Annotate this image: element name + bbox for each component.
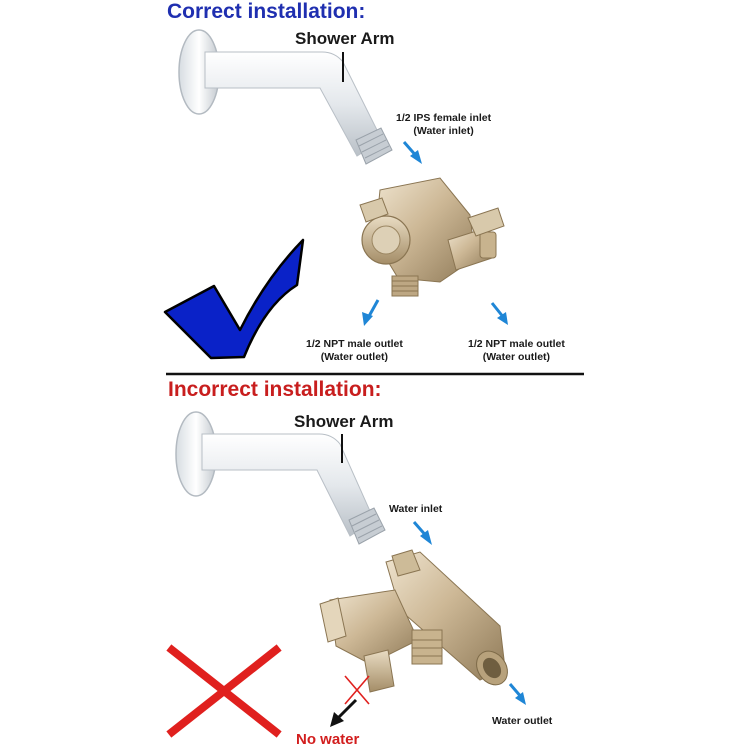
x-mark-icon [166,644,282,738]
incorrect-installation-heading: Incorrect installation: [168,378,382,401]
outlet-arrow-left-top [362,299,380,326]
shower-arm-top [178,29,393,165]
outlet-right-label-top: 1/2 NPT male outlet (Water outlet) [468,338,565,364]
correct-installation-heading: Correct installation: [167,0,366,23]
small-x-icon [344,675,370,705]
outlet-arrow-right-top [490,302,508,325]
diverter-valve-top [359,177,505,297]
diverter-valve-bottom [319,549,508,693]
shower-arm-bottom [175,411,386,545]
outlet-right-spec-text: 1/2 NPT male outlet [468,338,565,350]
shower-arm-label-top: Shower Arm [295,29,395,48]
inlet-arrow-top [402,141,422,164]
outlet-right-note-text: (Water outlet) [482,351,551,363]
no-water-arrow [330,698,358,727]
water-outlet-label: Water outlet [492,715,553,727]
outlet-arrow-bottom [508,683,526,705]
inlet-label-top: 1/2 IPS female inlet (Water inlet) [396,112,491,138]
outlet-left-label-top: 1/2 NPT male outlet (Water outlet) [306,338,403,364]
water-inlet-label: Water inlet [389,503,443,515]
checkmark-icon [163,238,305,360]
outlet-left-note-text: (Water outlet) [320,351,389,363]
inlet-note-text: (Water inlet) [413,125,474,137]
inlet-arrow-bottom [412,521,432,545]
inlet-spec-text: 1/2 IPS female inlet [396,112,492,124]
outlet-left-spec-text: 1/2 NPT male outlet [306,338,403,350]
shower-arm-label-bottom: Shower Arm [294,412,394,431]
no-water-label: No water [296,731,360,748]
